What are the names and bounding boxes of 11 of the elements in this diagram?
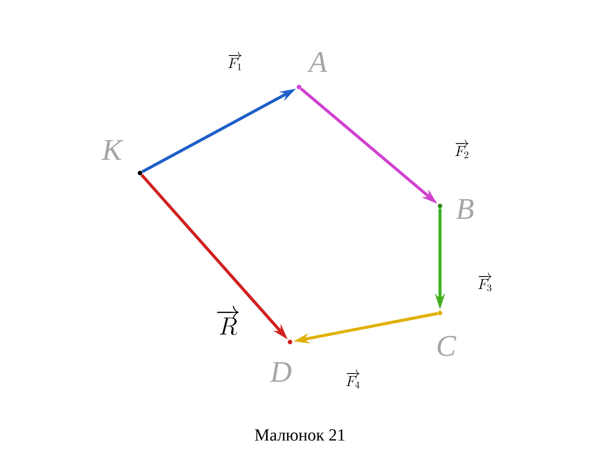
edge-label: $\overrightarrow{F_4}$: [346, 370, 360, 388]
point-label: A: [307, 52, 328, 72]
edge-label: $\overrightarrow{R}$: [216, 306, 240, 336]
edge-label: $\overrightarrow{F_3}$: [478, 272, 492, 292]
edge-label: $\overrightarrow{F_1}$: [228, 52, 242, 70]
point-label: B: [456, 199, 474, 219]
point-label: K: [102, 140, 124, 160]
point-label: C: [438, 336, 456, 356]
point-label: D: [270, 362, 292, 382]
caption: Малюнок 21: [254, 429, 345, 441]
edge-label: $\overrightarrow{F_2}$: [455, 140, 468, 158]
